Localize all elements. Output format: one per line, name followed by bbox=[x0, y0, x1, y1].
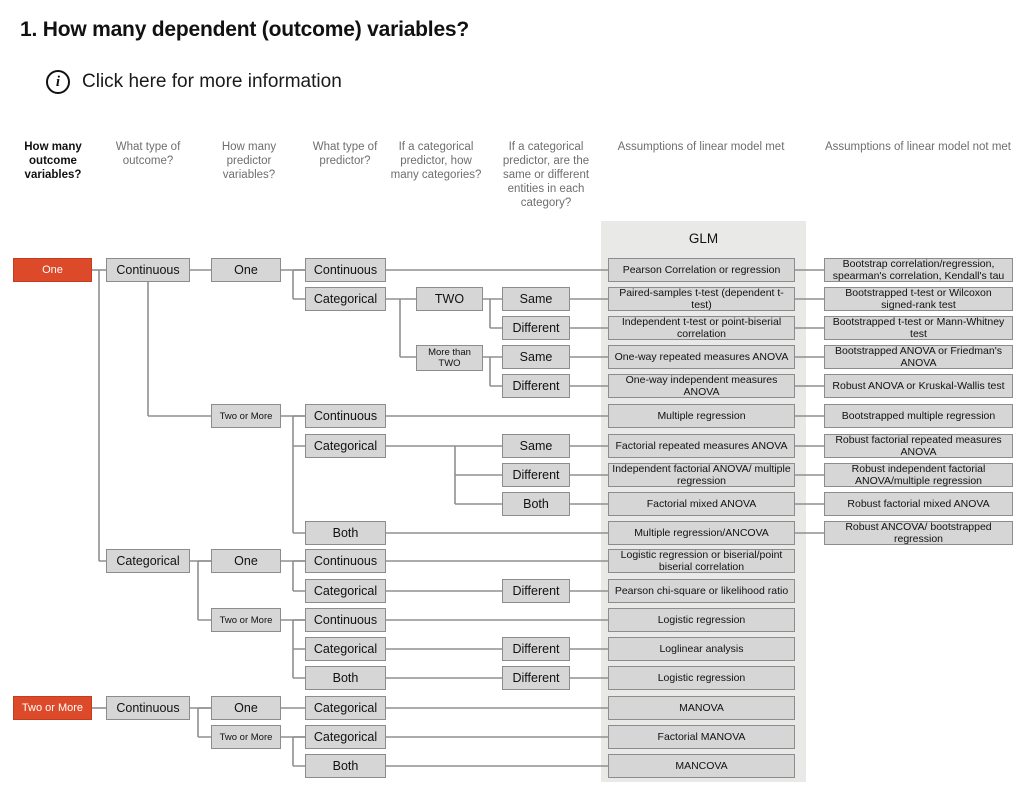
node-t-both-1[interactable]: Both bbox=[305, 521, 386, 545]
column-header-3: What type of predictor? bbox=[312, 141, 378, 167]
node-p-two-c[interactable]: Two or More bbox=[211, 725, 281, 749]
node-r-12[interactable]: Pearson chi-square or likelihood ratio bbox=[608, 579, 795, 603]
node-r-6[interactable]: Multiple regression bbox=[608, 404, 795, 428]
node-a-1[interactable]: Bootstrap correlation/regression, spearm… bbox=[824, 258, 1013, 282]
node-p-two-b[interactable]: Two or More bbox=[211, 608, 281, 632]
column-header-1: What type of outcome? bbox=[115, 141, 181, 167]
node-e-diff-3[interactable]: Different bbox=[502, 463, 570, 487]
node-o-cont[interactable]: Continuous bbox=[106, 258, 190, 282]
column-header-4: If a categorical predictor, how many cat… bbox=[390, 141, 482, 181]
node-r-17[interactable]: Factorial MANOVA bbox=[608, 725, 795, 749]
node-r-8[interactable]: Independent factorial ANOVA/ multiple re… bbox=[608, 463, 795, 487]
node-t-cat-1[interactable]: Categorical bbox=[305, 287, 386, 311]
node-r-4[interactable]: One-way repeated measures ANOVA bbox=[608, 345, 795, 369]
node-c-two[interactable]: TWO bbox=[416, 287, 483, 311]
node-a-4[interactable]: Bootstrapped ANOVA or Friedman's ANOVA bbox=[824, 345, 1013, 369]
more-information-label: Click here for more information bbox=[82, 71, 342, 92]
node-r-14[interactable]: Loglinear analysis bbox=[608, 637, 795, 661]
page-header: 1. How many dependent (outcome) variable… bbox=[0, 0, 1024, 118]
node-t-cat-5[interactable]: Categorical bbox=[305, 696, 386, 720]
page-title: 1. How many dependent (outcome) variable… bbox=[20, 18, 470, 41]
node-r-9[interactable]: Factorial mixed ANOVA bbox=[608, 492, 795, 516]
node-t-cat-2[interactable]: Categorical bbox=[305, 434, 386, 458]
column-header-0: How many outcome variables? bbox=[24, 141, 82, 181]
node-r-15[interactable]: Logistic regression bbox=[608, 666, 795, 690]
node-p-one-a[interactable]: One bbox=[211, 258, 281, 282]
node-e-diff-5[interactable]: Different bbox=[502, 637, 570, 661]
connector-51 bbox=[292, 736, 305, 767]
node-r-5[interactable]: One-way independent measures ANOVA bbox=[608, 374, 795, 398]
node-t-cat-4[interactable]: Categorical bbox=[305, 637, 386, 661]
node-e-same-1[interactable]: Same bbox=[502, 287, 570, 311]
node-a-5[interactable]: Robust ANOVA or Kruskal-Wallis test bbox=[824, 374, 1013, 398]
node-e-same-3[interactable]: Same bbox=[502, 434, 570, 458]
connector-20 bbox=[292, 415, 305, 534]
node-a-3[interactable]: Bootstrapped t-test or Mann-Whitney test bbox=[824, 316, 1013, 340]
node-r-2[interactable]: Paired-samples t-test (dependent t-test) bbox=[608, 287, 795, 311]
node-t-cont-1[interactable]: Continuous bbox=[305, 258, 386, 282]
node-a-2[interactable]: Bootstrapped t-test or Wilcoxon signed-r… bbox=[824, 287, 1013, 311]
connector-7 bbox=[292, 269, 305, 300]
node-a-7[interactable]: Robust factorial repeated measures ANOVA bbox=[824, 434, 1013, 458]
node-r-11[interactable]: Logistic regression or biserial/point bi… bbox=[608, 549, 795, 573]
node-a-6[interactable]: Bootstrapped multiple regression bbox=[824, 404, 1013, 428]
node-e-diff-2[interactable]: Different bbox=[502, 374, 570, 398]
connector-9 bbox=[483, 298, 502, 329]
node-t-cont-4[interactable]: Continuous bbox=[305, 608, 386, 632]
column-header-2: How many predictor variables? bbox=[221, 141, 277, 181]
node-a-10[interactable]: Robust ANCOVA/ bootstrapped regression bbox=[824, 521, 1013, 545]
connector-23 bbox=[386, 445, 502, 505]
connector-5 bbox=[98, 270, 106, 562]
node-r-7[interactable]: Factorial repeated measures ANOVA bbox=[608, 434, 795, 458]
node-e-diff-4[interactable]: Different bbox=[502, 579, 570, 603]
connector-6 bbox=[147, 270, 211, 417]
node-a-9[interactable]: Robust factorial mixed ANOVA bbox=[824, 492, 1013, 516]
node-e-diff-1[interactable]: Different bbox=[502, 316, 570, 340]
node-p-two-a[interactable]: Two or More bbox=[211, 404, 281, 428]
node-o-cont2[interactable]: Continuous bbox=[106, 696, 190, 720]
info-icon: i bbox=[46, 70, 70, 94]
node-r-18[interactable]: MANCOVA bbox=[608, 754, 795, 778]
node-c-morethan[interactable]: More than TWO bbox=[416, 345, 483, 371]
connector-10 bbox=[483, 356, 502, 387]
node-t-cont-3[interactable]: Continuous bbox=[305, 549, 386, 573]
node-p-one-c[interactable]: One bbox=[211, 696, 281, 720]
node-r-13[interactable]: Logistic regression bbox=[608, 608, 795, 632]
node-r-16[interactable]: MANOVA bbox=[608, 696, 795, 720]
connector-8 bbox=[386, 298, 416, 358]
node-t-cat-6[interactable]: Categorical bbox=[305, 725, 386, 749]
node-one[interactable]: One bbox=[13, 258, 92, 282]
node-t-cat-3[interactable]: Categorical bbox=[305, 579, 386, 603]
node-o-cat[interactable]: Categorical bbox=[106, 549, 190, 573]
node-r-1[interactable]: Pearson Correlation or regression bbox=[608, 258, 795, 282]
node-e-diff-6[interactable]: Different bbox=[502, 666, 570, 690]
column-header-7: Assumptions of linear model not met bbox=[824, 141, 1011, 153]
node-r-3[interactable]: Independent t-test or point-biserial cor… bbox=[608, 316, 795, 340]
column-header-5: If a categorical predictor, are the same… bbox=[502, 141, 590, 209]
node-t-both-3[interactable]: Both bbox=[305, 754, 386, 778]
connector-48 bbox=[197, 707, 211, 738]
node-r-10[interactable]: Multiple regression/ANCOVA bbox=[608, 521, 795, 545]
node-p-one-b[interactable]: One bbox=[211, 549, 281, 573]
connector-33 bbox=[197, 560, 211, 621]
column-header-6: Assumptions of linear model met bbox=[617, 141, 785, 153]
connector-35 bbox=[292, 560, 305, 592]
node-two-or-more[interactable]: Two or More bbox=[13, 696, 92, 720]
node-e-same-2[interactable]: Same bbox=[502, 345, 570, 369]
node-t-cont-2[interactable]: Continuous bbox=[305, 404, 386, 428]
node-e-both-1[interactable]: Both bbox=[502, 492, 570, 516]
glm-band-label: GLM bbox=[688, 231, 719, 246]
node-a-8[interactable]: Robust independent factorial ANOVA/multi… bbox=[824, 463, 1013, 487]
more-information-link[interactable]: i Click here for more information bbox=[46, 70, 342, 94]
connector-40 bbox=[292, 619, 305, 679]
node-t-both-2[interactable]: Both bbox=[305, 666, 386, 690]
